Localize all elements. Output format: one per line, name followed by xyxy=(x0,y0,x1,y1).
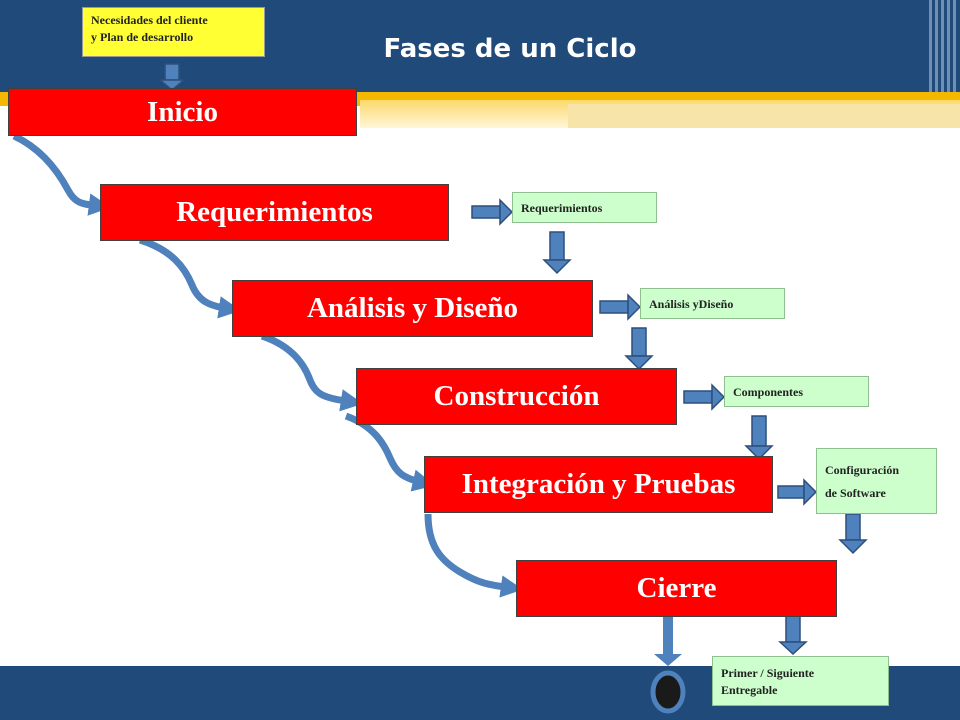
output-note-componentes: Componentes xyxy=(724,376,869,407)
output-note-line-2: Entregable xyxy=(721,683,778,698)
accent-band-light xyxy=(568,104,960,128)
output-note-text: Análisis yDiseño xyxy=(649,297,734,311)
phase-cierre: Cierre xyxy=(516,560,837,617)
down-arrow-componentes xyxy=(744,415,774,461)
phase-construccion: Construcción xyxy=(356,368,677,425)
phase-label: Construcción xyxy=(433,380,600,412)
phase-label: Inicio xyxy=(147,95,218,128)
end-terminal-icon xyxy=(650,670,686,714)
input-note-line-2: y Plan de desarrollo xyxy=(91,30,194,45)
right-arrow-construccion xyxy=(683,383,726,411)
right-arrow-integracion xyxy=(777,478,818,506)
right-arrow-analisis xyxy=(599,293,642,321)
phase-label: Cierre xyxy=(636,572,717,604)
curved-arrow-4 xyxy=(344,412,435,492)
end-arrow xyxy=(654,616,682,666)
phase-integracion-pruebas: Integración y Pruebas xyxy=(424,456,773,513)
output-note-line-1: Primer / Siguiente xyxy=(721,666,815,680)
input-note-line-1: Necesidades del cliente xyxy=(91,13,208,27)
output-note-line-2: de Software xyxy=(825,485,886,500)
phase-label: Análisis y Diseño xyxy=(306,292,519,324)
curved-arrow-3 xyxy=(260,332,364,412)
right-arrow-requerimientos xyxy=(471,198,514,226)
output-note-line-1: Configuración xyxy=(825,463,900,477)
curved-arrow-2 xyxy=(138,236,242,319)
down-arrow-analisis xyxy=(624,327,654,371)
input-note: Necesidades del cliente y Plan de desarr… xyxy=(82,7,265,57)
header-stripes xyxy=(920,0,960,92)
output-note-entregable: Primer / Siguiente Entregable xyxy=(712,656,889,706)
output-note-text: Requerimientos xyxy=(521,201,603,215)
curved-arrow-5 xyxy=(424,513,524,598)
phase-label: Requerimientos xyxy=(176,196,373,228)
output-note-text: Componentes xyxy=(733,385,804,399)
phase-analisis-diseno: Análisis y Diseño xyxy=(232,280,593,337)
down-arrow-requerimientos xyxy=(542,231,572,275)
output-note-analisis: Análisis yDiseño xyxy=(640,288,785,319)
phase-requerimientos: Requerimientos xyxy=(100,184,449,241)
down-arrow-configuracion xyxy=(838,513,868,555)
curved-arrow-1 xyxy=(12,132,112,216)
phase-inicio: Inicio xyxy=(8,88,357,136)
slide-title: Fases de un Ciclo xyxy=(383,34,637,64)
down-arrow-input xyxy=(157,63,187,91)
phase-label: Integración y Pruebas xyxy=(461,468,736,500)
output-note-configuracion: Configuración de Software xyxy=(816,448,937,514)
output-note-requerimientos: Requerimientos xyxy=(512,192,657,223)
down-arrow-entregable xyxy=(778,615,808,656)
